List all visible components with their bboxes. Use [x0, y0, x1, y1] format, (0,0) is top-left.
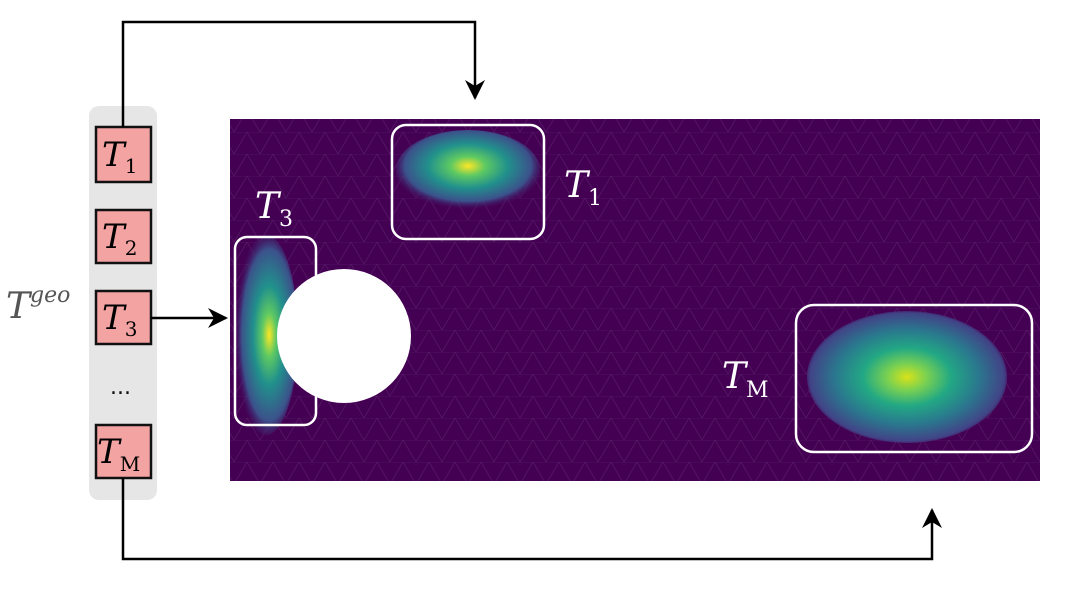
token-group-label: Tgeo	[6, 283, 70, 327]
region-label-tm: TM	[722, 356, 769, 403]
token-t3: T3	[94, 289, 153, 346]
svg-text:T1: T1	[102, 135, 137, 178]
blob-tm	[807, 311, 1007, 443]
svg-text:TM: TM	[97, 432, 140, 476]
svg-text:T2: T2	[102, 217, 137, 260]
region-box-tm	[794, 303, 1034, 454]
cylinder-obstacle	[277, 269, 411, 403]
blob-t3	[234, 235, 298, 435]
token-tm: TM	[94, 423, 153, 480]
token-ellipsis: ...	[110, 375, 131, 400]
region-label-t3: T3	[255, 186, 293, 232]
token-t2: T2	[94, 208, 153, 265]
region-box-t1	[390, 123, 546, 241]
blob-t1	[396, 130, 540, 210]
arrow-t1-to-region	[121, 20, 485, 127]
region-box-t3	[233, 235, 318, 427]
token-t1: T1	[94, 125, 153, 184]
arrow-tm-to-region	[121, 478, 942, 561]
region-label-t1: T1	[564, 165, 602, 211]
svg-text:T3: T3	[102, 298, 137, 341]
